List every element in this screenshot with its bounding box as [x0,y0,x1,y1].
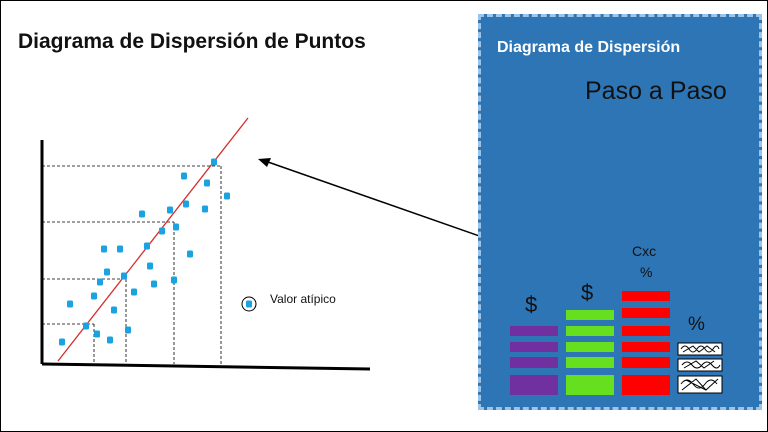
purple-stack [510,326,558,395]
scribble-icon [677,342,723,356]
data-point [117,245,123,253]
dollar-label-2: $ [581,280,594,305]
outlier-label: Valor atípico [270,292,336,306]
percent-label-1: % [640,264,653,280]
data-point [139,210,145,218]
data-point [147,262,153,270]
data-point [224,192,230,200]
percent-label-2: % [688,314,705,335]
green-stack [566,310,614,395]
red-stack [622,291,670,395]
x-axis [41,362,371,371]
data-point [121,272,127,280]
data-point [171,276,177,284]
data-point [101,245,107,253]
arrowhead [258,158,271,167]
outlier-marker [241,296,257,312]
data-point [144,242,150,250]
trend-line [57,117,249,362]
green-bar [566,342,614,352]
data-point [167,206,173,214]
purple-bar [510,342,558,352]
green-bar [566,326,614,336]
panel-subtitle: Paso a Paso [585,77,727,105]
data-point [204,179,210,187]
purple-bar [510,357,558,368]
red-bar [622,375,670,395]
slide-title: Diagrama de Dispersión de Puntos [18,30,366,53]
purple-bar [510,375,558,395]
panel-title: Diagrama de Dispersión [497,39,681,56]
data-point [187,250,193,258]
data-point [183,200,189,208]
data-point [181,172,187,180]
green-bar [566,357,614,368]
data-point [59,338,65,346]
data-point [211,158,217,166]
data-point [159,227,165,235]
scribble-icon [677,375,723,394]
dollar-label-1: $ [525,292,538,317]
data-point [151,280,157,288]
data-point [111,306,117,314]
purple-bar [510,326,558,336]
data-point [173,223,179,231]
data-point [67,300,73,308]
cxc-label: Cxc [632,243,657,259]
data-point [91,292,97,300]
data-point [202,205,208,213]
data-point [94,330,100,338]
red-bar [622,308,670,318]
red-bar [622,357,670,368]
red-bar [622,326,670,336]
red-bar [622,291,670,301]
data-point [125,326,131,334]
green-bar [566,310,614,320]
data-point [131,288,137,296]
data-point [107,336,113,344]
data-point [104,268,110,276]
green-bar [566,375,614,395]
data-point [97,278,103,286]
scribble-icon [677,358,723,372]
data-point [83,322,89,330]
outlier-point [246,300,252,308]
scribble-stack [677,342,723,394]
red-bar [622,342,670,352]
